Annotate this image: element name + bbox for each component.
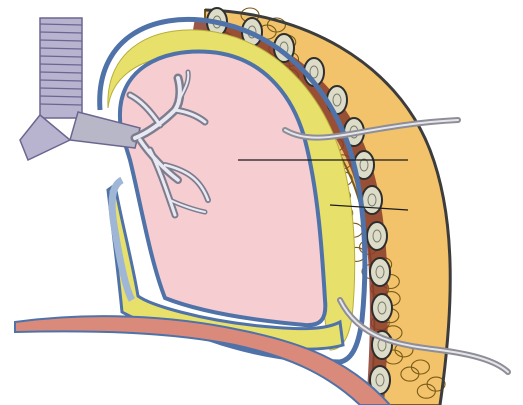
rib (372, 294, 392, 322)
rib (370, 258, 390, 286)
rib (362, 186, 382, 214)
trachea (40, 18, 82, 118)
left-main-bronchus (20, 115, 70, 160)
rib (367, 222, 387, 250)
